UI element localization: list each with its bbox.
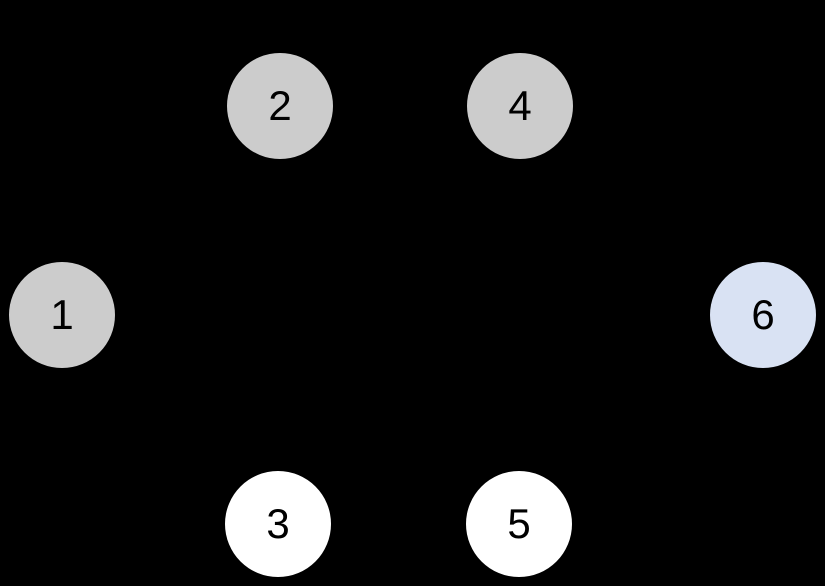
node-label: 5	[507, 500, 531, 547]
graph-node-6[interactable]: 6	[710, 262, 816, 368]
graph-node-5[interactable]: 5	[466, 471, 572, 577]
node-label: 2	[268, 82, 292, 129]
graph-node-4[interactable]: 4	[467, 53, 573, 159]
node-label: 6	[751, 291, 775, 338]
node-label: 1	[50, 291, 74, 338]
node-label: 4	[508, 82, 532, 129]
node-label: 3	[266, 500, 290, 547]
graph-node-3[interactable]: 3	[225, 471, 331, 577]
graph-node-1[interactable]: 1	[9, 262, 115, 368]
graph-node-2[interactable]: 2	[227, 53, 333, 159]
